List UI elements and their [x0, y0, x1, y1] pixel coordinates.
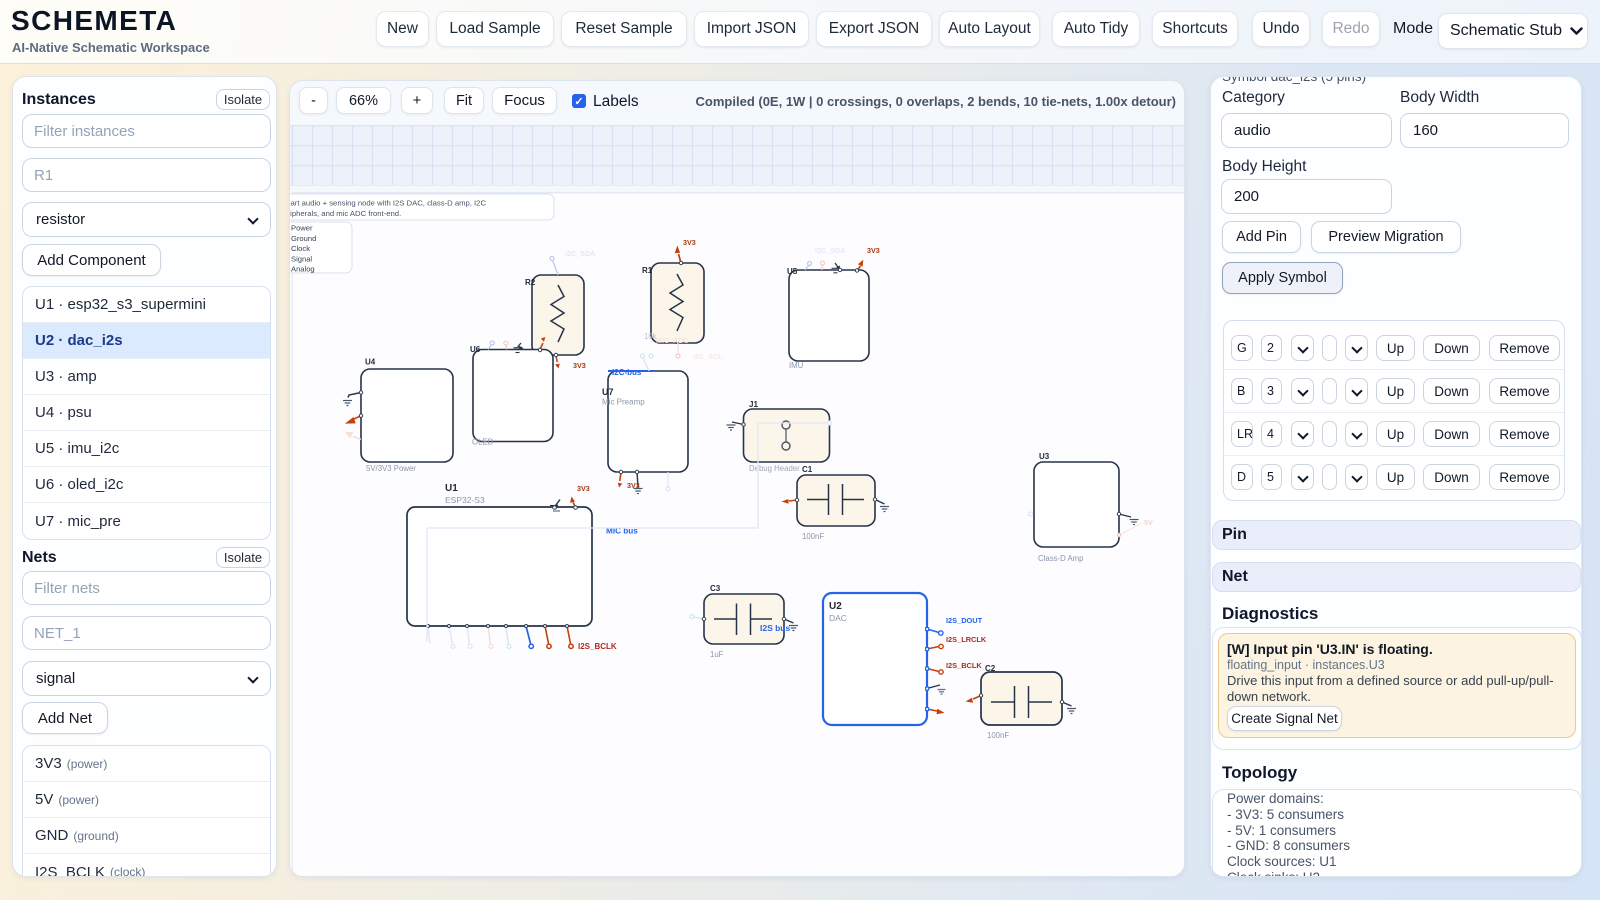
- svg-text:I2C-bus: I2C-bus: [612, 368, 642, 377]
- svg-text:3V3: 3V3: [627, 481, 640, 490]
- svg-text:peripherals, and mic ADC front: peripherals, and mic ADC front-end.: [290, 209, 401, 218]
- svg-text:C2: C2: [985, 664, 996, 673]
- svg-text:1uF: 1uF: [710, 650, 724, 659]
- svg-text:OLED: OLED: [472, 438, 494, 447]
- svg-text:R2: R2: [525, 278, 536, 287]
- svg-text:I2C_SDA: I2C_SDA: [815, 246, 845, 255]
- svg-text:U6: U6: [470, 345, 481, 354]
- svg-text:Mic Preamp: Mic Preamp: [602, 398, 645, 407]
- svg-text:R1: R1: [642, 266, 653, 275]
- svg-text:100nF: 100nF: [802, 532, 824, 541]
- svg-text:Smart audio + sensing node wit: Smart audio + sensing node with I2S DAC,…: [290, 199, 486, 208]
- svg-text:Analog: Analog: [291, 265, 315, 274]
- svg-text:U4: U4: [365, 358, 376, 367]
- svg-text:I2S bus: I2S bus: [760, 623, 791, 633]
- svg-text:100nF: 100nF: [987, 731, 1009, 740]
- svg-text:Ground: Ground: [291, 234, 316, 243]
- svg-text:ESP32-S3: ESP32-S3: [445, 495, 485, 505]
- svg-text:Power: Power: [291, 224, 313, 233]
- svg-text:U7: U7: [602, 387, 614, 397]
- svg-text:Class-D Amp: Class-D Amp: [1038, 554, 1084, 563]
- svg-text:U2: U2: [829, 601, 842, 612]
- svg-text:I2C_SCL: I2C_SCL: [693, 352, 723, 361]
- svg-text:MIC_ADC: MIC_ADC: [656, 336, 689, 345]
- svg-text:C1: C1: [802, 465, 813, 474]
- svg-text:U3: U3: [1039, 452, 1050, 461]
- svg-text:I2C_SDA: I2C_SDA: [565, 249, 595, 258]
- svg-text:I2S_LRCLK: I2S_LRCLK: [946, 635, 987, 644]
- svg-text:I2S_BCLK: I2S_BCLK: [578, 642, 617, 651]
- svg-text:Clock: Clock: [291, 244, 310, 253]
- svg-text:IMU: IMU: [789, 361, 804, 370]
- svg-text:DAC: DAC: [829, 613, 847, 623]
- svg-text:3V3: 3V3: [577, 484, 590, 493]
- svg-text:I2S_BCLK: I2S_BCLK: [946, 661, 982, 670]
- svg-text:J1: J1: [749, 400, 758, 409]
- svg-text:C3: C3: [710, 584, 721, 593]
- svg-text:I2S_DOUT: I2S_DOUT: [946, 616, 983, 625]
- svg-text:Debug Header: Debug Header: [749, 464, 800, 473]
- svg-text:MIC bus: MIC bus: [606, 527, 638, 536]
- svg-text:U5: U5: [787, 267, 798, 276]
- svg-text:5V: 5V: [1144, 518, 1153, 527]
- svg-text:U1: U1: [445, 483, 458, 494]
- svg-text:3V3: 3V3: [867, 246, 880, 255]
- svg-text:Signal: Signal: [291, 254, 312, 263]
- svg-text:3V3: 3V3: [573, 361, 586, 370]
- svg-text:5V/3V3 Power: 5V/3V3 Power: [366, 464, 416, 473]
- svg-text:10k: 10k: [644, 332, 657, 341]
- svg-text:3V3: 3V3: [683, 238, 696, 247]
